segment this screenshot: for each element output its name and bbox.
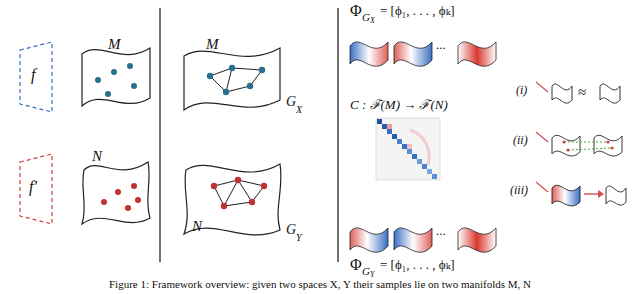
basis-list: = [ϕ₁, . . . , ϕₖ]	[380, 4, 455, 18]
eigenfunction-row	[350, 228, 496, 252]
function-box: f	[16, 40, 56, 114]
graph-manifold: MGX	[180, 36, 284, 120]
basis-symbol: Φ	[350, 256, 362, 274]
divider	[159, 8, 160, 262]
manifold-name: N	[92, 148, 102, 165]
node-outline	[16, 40, 56, 114]
basis-symbol: Φ	[350, 2, 362, 20]
manifold-name: M	[206, 36, 219, 53]
callout-number: (i)	[516, 84, 527, 97]
property-icon	[536, 182, 626, 206]
graph-manifold: NGY	[180, 150, 284, 242]
manifold: N	[78, 148, 156, 234]
figure-caption: Figure 1: Framework overview: given two …	[4, 278, 636, 291]
callout-number: (ii)	[513, 134, 528, 147]
function-name: f	[31, 66, 35, 84]
eigenfunction-row	[350, 42, 496, 66]
function-box: f′	[16, 152, 56, 226]
graph-subscript: Y	[296, 232, 302, 243]
functional-map-matrix	[376, 118, 440, 180]
basis-subscript: G	[362, 265, 370, 277]
graph-name: G	[286, 94, 296, 109]
approx-symbol: ≈	[578, 84, 586, 101]
graph-subscript: X	[296, 104, 302, 115]
divider	[337, 8, 338, 262]
ellipsis: ...	[436, 38, 446, 52]
ellipsis: ...	[436, 224, 446, 238]
functional-map-label: C : ℱ(M) → ℱ(N)	[350, 98, 448, 112]
graph-name: G	[286, 222, 296, 237]
property-icon	[536, 132, 622, 156]
node-outline	[180, 36, 284, 120]
manifold: M	[78, 36, 156, 116]
callout-number: (iii)	[510, 184, 528, 197]
basis-subscript: G	[362, 11, 370, 23]
property-icon	[536, 82, 620, 103]
manifold-name: N	[192, 218, 202, 235]
manifold-name: M	[108, 36, 121, 53]
function-name: f′	[29, 178, 37, 196]
basis-subscript: X	[370, 17, 375, 26]
basis-list: = [ϕ₁, . . . , ϕₖ]	[380, 258, 455, 272]
node-outline	[78, 148, 156, 234]
